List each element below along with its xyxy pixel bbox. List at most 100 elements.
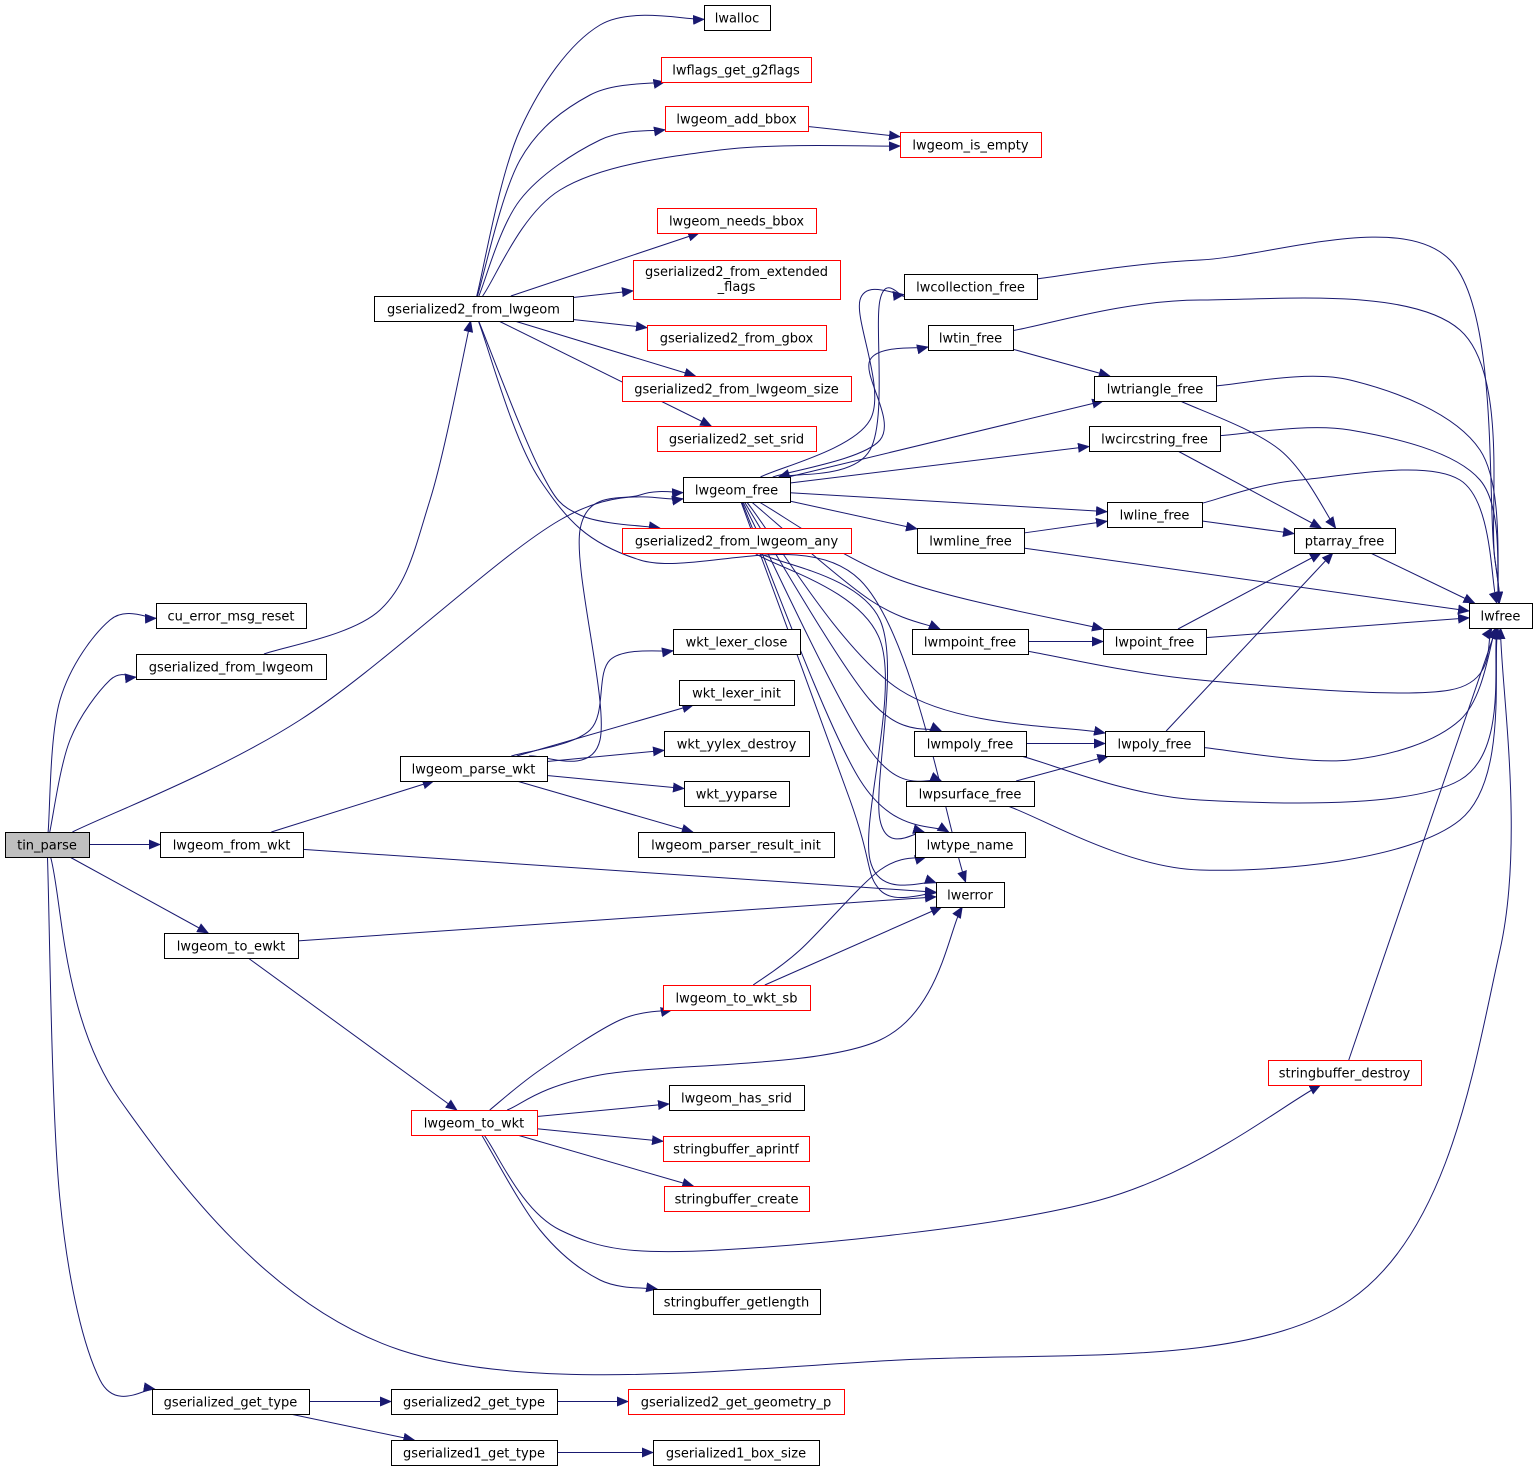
node-label-lwgeom_parser_result_init: lwgeom_parser_result_init [651, 839, 821, 854]
node-lwflags_get_g2flags[interactable]: lwflags_get_g2flags [661, 57, 812, 83]
node-box-lwgeom_needs_bbox [657, 208, 817, 234]
node-cu_error_msg_reset[interactable]: cu_error_msg_reset [156, 603, 307, 629]
node-gserialized2_from_lwgeom_any[interactable]: gserialized2_from_lwgeom_any [622, 528, 852, 554]
node-box-gserialized2_from_lwgeom_any [622, 528, 852, 554]
edge-gserialized2_from_lwgeom-to-lwalloc [476, 14, 705, 297]
node-label-cu_error_msg_reset: cu_error_msg_reset [168, 610, 295, 625]
node-lwpoint_free[interactable]: lwpoint_free [1103, 629, 1207, 655]
node-gserialized1_box_size[interactable]: gserialized1_box_size [653, 1440, 820, 1466]
node-wkt_lexer_init[interactable]: wkt_lexer_init [679, 680, 795, 706]
node-lwgeom_needs_bbox[interactable]: lwgeom_needs_bbox [657, 208, 817, 234]
edge-lwgeom_free-to-lwcircstring_free [789, 442, 1090, 484]
node-stringbuffer_destroy[interactable]: stringbuffer_destroy [1268, 1060, 1422, 1086]
edge-lwgeom_parse_wkt-to-wkt_yyparse [546, 774, 685, 793]
edge-gserialized2_from_lwgeom-to-lwflags_get_g2flags [476, 78, 666, 297]
node-box-lwline_free [1107, 502, 1203, 528]
node-lwgeom_to_ewkt[interactable]: lwgeom_to_ewkt [164, 933, 299, 959]
node-wkt_yylex_destroy[interactable]: wkt_yylex_destroy [664, 731, 810, 757]
edge-gserialized2_from_lwgeom-to-gserialized2_from_lwgeom_size [514, 320, 697, 378]
node-ptarray_free[interactable]: ptarray_free [1294, 528, 1396, 554]
node-wkt_lexer_close[interactable]: wkt_lexer_close [673, 629, 801, 655]
node-box-lwtype_name [915, 832, 1026, 858]
node-lwgeom_parse_wkt[interactable]: lwgeom_parse_wkt [400, 756, 548, 782]
node-lwtriangle_free[interactable]: lwtriangle_free [1094, 376, 1217, 402]
node-box-lwtin_free [928, 325, 1014, 351]
node-lwfree[interactable]: lwfree [1469, 603, 1533, 629]
node-lwgeom_free[interactable]: lwgeom_free [683, 477, 791, 503]
node-gserialized1_get_type[interactable]: gserialized1_get_type [391, 1440, 558, 1466]
node-label-stringbuffer_getlength: stringbuffer_getlength [664, 1296, 809, 1311]
node-stringbuffer_aprintf[interactable]: stringbuffer_aprintf [663, 1136, 810, 1162]
node-lwgeom_add_bbox[interactable]: lwgeom_add_bbox [665, 106, 809, 132]
edge-lwgeom_to_ewkt-to-lwgeom_to_wkt [247, 957, 458, 1111]
node-lwpsurface_free[interactable]: lwpsurface_free [906, 781, 1035, 807]
node-gserialized2_get_geometry_p[interactable]: gserialized2_get_geometry_p [628, 1389, 845, 1415]
node-label-lwerror: lwerror [947, 889, 993, 904]
node-lwgeom_from_wkt[interactable]: lwgeom_from_wkt [160, 832, 304, 858]
node-box-lwgeom_free [683, 477, 791, 503]
node-gserialized_get_type[interactable]: gserialized_get_type [152, 1389, 310, 1415]
node-gserialized2_get_type[interactable]: gserialized2_get_type [391, 1389, 558, 1415]
node-lwmpoly_free[interactable]: lwmpoly_free [914, 731, 1027, 757]
node-stringbuffer_create[interactable]: stringbuffer_create [664, 1186, 810, 1212]
node-label-lwmline_free: lwmline_free [929, 535, 1012, 550]
node-lwline_free[interactable]: lwline_free [1107, 502, 1203, 528]
node-box-lwpoly_free [1105, 731, 1205, 757]
node-lwpoly_free[interactable]: lwpoly_free [1105, 731, 1205, 757]
node-stringbuffer_getlength[interactable]: stringbuffer_getlength [653, 1289, 821, 1315]
node-lwgeom_parser_result_init[interactable]: lwgeom_parser_result_init [638, 832, 835, 858]
node-lwmline_free[interactable]: lwmline_free [917, 528, 1025, 554]
edge-gserialized2_from_lwgeom-to-gserialized2_from_gbox [572, 318, 648, 332]
edge-lwgeom_free-to-lwpoint_free [758, 501, 1104, 632]
node-box-lwgeom_add_bbox [665, 106, 809, 132]
edge-lwcollection_free-to-lwfree [1036, 236, 1504, 604]
edge-lwmline_free-to-lwfree [1023, 547, 1470, 615]
node-label-lwtin_free: lwtin_free [939, 332, 1002, 347]
edge-lwtriangle_free-to-ptarray_free [1180, 400, 1337, 529]
node-label-gserialized2_get_geometry_p: gserialized2_get_geometry_p [641, 1396, 832, 1411]
edge-lwline_free-to-ptarray_free [1201, 520, 1295, 538]
node-gserialized2_from_lwgeom[interactable]: gserialized2_from_lwgeom [374, 296, 574, 322]
edge-lwgeom_add_bbox-to-lwgeom_is_empty [807, 125, 901, 141]
node-lwalloc[interactable]: lwalloc [704, 5, 771, 31]
node-label-lwcircstring_free: lwcircstring_free [1101, 433, 1208, 448]
node-wkt_yyparse[interactable]: wkt_yyparse [684, 781, 790, 807]
node-tin_parse[interactable]: tin_parse [5, 832, 90, 858]
node-box-tin_parse [5, 832, 90, 858]
node-label-wkt_lexer_init: wkt_lexer_init [692, 687, 781, 702]
node-lwcollection_free[interactable]: lwcollection_free [904, 274, 1038, 300]
node-box-cu_error_msg_reset [156, 603, 307, 629]
node-label-ptarray_free: ptarray_free [1305, 535, 1385, 550]
edge-lwgeom_free-to-lwmline_free [789, 500, 918, 532]
node-lwerror[interactable]: lwerror [936, 882, 1005, 908]
node-box-lwgeom_parser_result_init [638, 832, 835, 858]
node-gserialized_from_lwgeom[interactable]: gserialized_from_lwgeom [136, 654, 327, 680]
node-label-gserialized_get_type: gserialized_get_type [164, 1396, 298, 1411]
node-lwgeom_to_wkt[interactable]: lwgeom_to_wkt [411, 1110, 538, 1136]
node-box-gserialized2_from_extended_flags [633, 260, 841, 300]
node-box-gserialized2_from_gbox [647, 325, 827, 351]
node-box-lwmline_free [917, 528, 1025, 554]
node-lwmpoint_free[interactable]: lwmpoint_free [912, 629, 1029, 655]
node-lwtype_name[interactable]: lwtype_name [915, 832, 1026, 858]
node-lwgeom_to_wkt_sb[interactable]: lwgeom_to_wkt_sb [663, 985, 811, 1011]
node-box-lwgeom_to_wkt [411, 1110, 538, 1136]
node-lwcircstring_free[interactable]: lwcircstring_free [1089, 426, 1221, 452]
node-gserialized2_from_extended_flags[interactable]: gserialized2_from_extended_flags [633, 260, 841, 300]
node-gserialized2_from_gbox[interactable]: gserialized2_from_gbox [647, 325, 827, 351]
node-label-stringbuffer_destroy: stringbuffer_destroy [1279, 1067, 1411, 1082]
node-box-gserialized2_get_type [391, 1389, 558, 1415]
node-label-gserialized1_box_size: gserialized1_box_size [666, 1447, 806, 1462]
edge-gserialized2_from_lwgeom_any-to-lwtype_name [758, 552, 926, 840]
node-gserialized2_from_lwgeom_size[interactable]: gserialized2_from_lwgeom_size [622, 376, 852, 402]
node-lwgeom_has_srid[interactable]: lwgeom_has_srid [669, 1085, 805, 1111]
edge-lwmline_free-to-lwline_free [1023, 517, 1108, 534]
node-label-tin_parse: tin_parse [17, 839, 77, 854]
node-label-lwgeom_to_wkt_sb: lwgeom_to_wkt_sb [676, 992, 798, 1007]
node-lwgeom_is_empty[interactable]: lwgeom_is_empty [900, 132, 1042, 158]
edge-lwcollection_free-to-lwgeom_free [777, 287, 905, 479]
node-lwtin_free[interactable]: lwtin_free [928, 325, 1014, 351]
edge-gserialized2_from_lwgeom-to-lwgeom_is_empty [482, 141, 901, 297]
node-label-gserialized2_set_srid: gserialized2_set_srid [669, 433, 804, 448]
node-gserialized2_set_srid[interactable]: gserialized2_set_srid [657, 426, 817, 452]
